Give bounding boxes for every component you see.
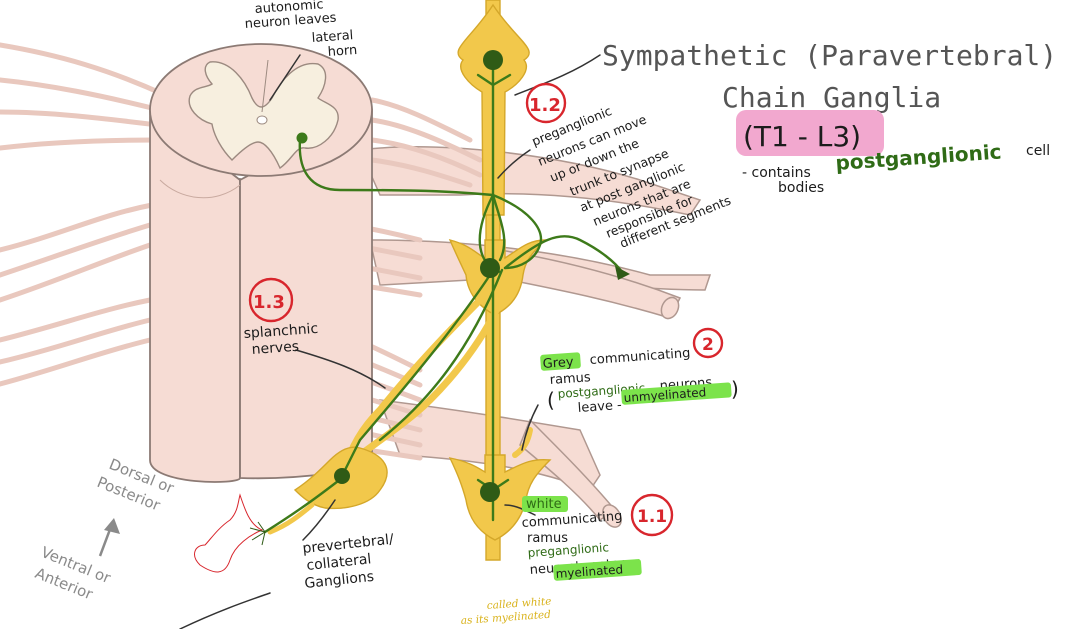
- svg-text:1.1: 1.1: [637, 507, 667, 527]
- svg-text:autonomic: autonomic: [254, 0, 324, 17]
- svg-text:white: white: [526, 497, 562, 512]
- central-canal: [256, 115, 268, 125]
- ganglion-soma-bottom: [480, 482, 500, 502]
- arrow-head: [615, 266, 630, 280]
- svg-text:Grey: Grey: [542, 355, 574, 372]
- spinal-nerves-right: [358, 146, 712, 528]
- orientation-arrow: [98, 518, 120, 557]
- svg-text:neuron leaves: neuron leaves: [244, 11, 337, 32]
- called-white-note: called white as its myelinated: [460, 596, 551, 627]
- prevertebral-soma: [334, 468, 350, 484]
- left-nerve-rootlets: [0, 42, 168, 387]
- badge-1-1: 1.1: [630, 493, 674, 537]
- svg-text:lateral: lateral: [311, 28, 354, 46]
- svg-text:Ganglions: Ganglions: [304, 569, 375, 592]
- autonomic-note: autonomic neuron leaves lateral horn: [244, 0, 358, 60]
- ganglion-soma-top: [483, 50, 503, 70]
- svg-text:leave -: leave -: [577, 398, 622, 416]
- range-highlight: [736, 110, 884, 156]
- badge-2: 2: [692, 327, 724, 359]
- splanchnic-label: splanchnic nerves: [243, 321, 318, 358]
- contains-label: - contains: [742, 165, 811, 181]
- svg-text:horn: horn: [327, 43, 358, 60]
- svg-text:myelinated: myelinated: [555, 562, 623, 581]
- svg-text:preganglionic: preganglionic: [527, 540, 609, 560]
- nerve-terminals: [249, 521, 266, 546]
- title-line-1: Sympathetic (Paravertebral): [602, 39, 1057, 72]
- svg-text:2: 2: [702, 335, 714, 355]
- white-ramus-label: white communicating ramus preganglionic …: [521, 496, 642, 581]
- lateral-horn-soma: [296, 132, 308, 144]
- svg-text:unmyelinated: unmyelinated: [623, 385, 706, 405]
- svg-text:communicating: communicating: [589, 346, 691, 368]
- badge-1-2: 1.2: [525, 82, 567, 124]
- title-line-2: Chain Ganglia: [722, 81, 941, 114]
- badge-1-3: 1.3: [248, 277, 294, 323]
- title-range: (T1 - L3): [743, 120, 861, 153]
- svg-text:splanchnic: splanchnic: [243, 321, 318, 342]
- annotation-pointers: [179, 54, 601, 629]
- svg-text:as its myelinated: as its myelinated: [460, 609, 551, 627]
- prevertebral-label: prevertebral/ collateral Ganglions: [302, 531, 395, 592]
- svg-text:): ): [731, 377, 739, 401]
- svg-text:collateral: collateral: [306, 551, 372, 574]
- svg-text:(: (: [547, 388, 555, 412]
- cell-label: cell: [1026, 143, 1050, 159]
- bodies-label: bodies: [778, 180, 824, 196]
- grey-ramus-stub: [512, 427, 533, 458]
- svg-text:ramus: ramus: [549, 370, 591, 388]
- svg-text:communicating: communicating: [521, 509, 623, 531]
- svg-text:1.3: 1.3: [253, 292, 285, 313]
- grey-ramus-label: Grey communicating ramus ( postganglioni…: [540, 346, 739, 416]
- ganglion-soma-middle: [480, 258, 500, 278]
- target-organ-outline: [194, 493, 264, 573]
- neuron-pathways: [263, 58, 624, 534]
- dorsal-median-line: [261, 59, 269, 113]
- svg-text:ramus: ramus: [527, 531, 568, 546]
- svg-text:called white: called white: [486, 596, 551, 612]
- svg-text:nerves: nerves: [251, 339, 299, 358]
- svg-text:1.2: 1.2: [529, 95, 561, 116]
